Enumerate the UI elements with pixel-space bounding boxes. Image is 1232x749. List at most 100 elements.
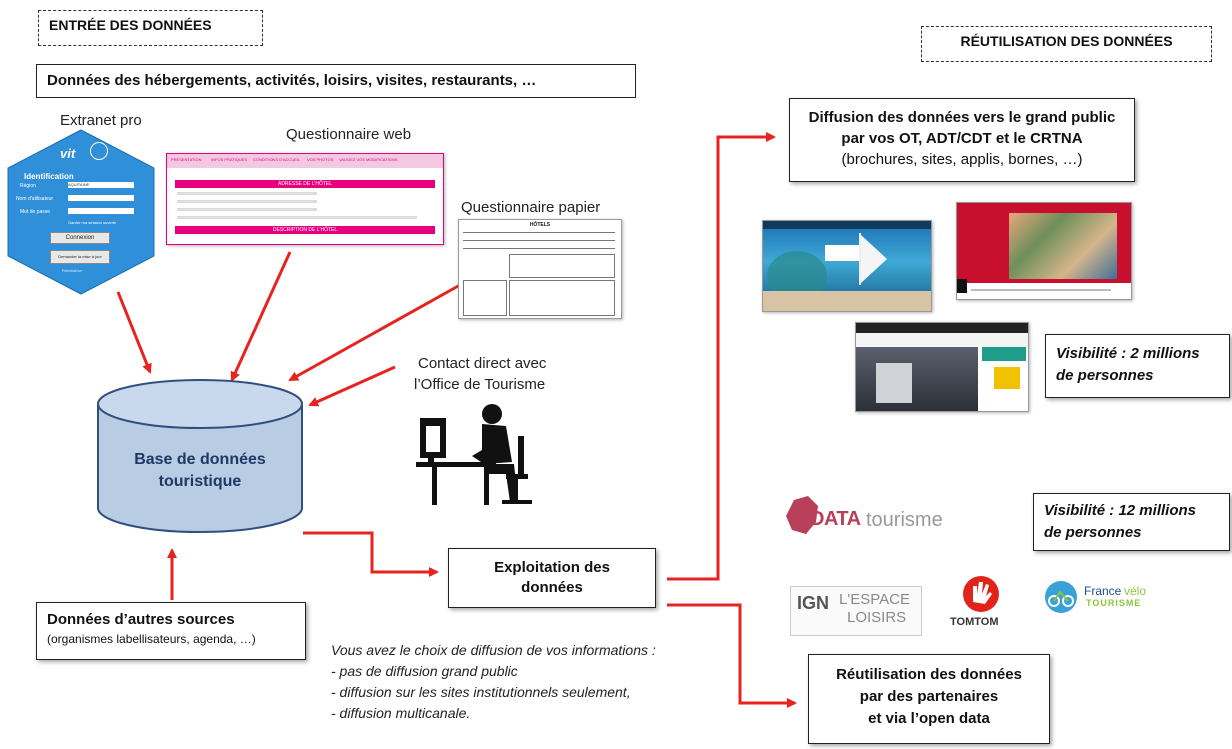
diffusion-choice-item: - diffusion multicanale. bbox=[331, 705, 471, 721]
website-topbar bbox=[856, 323, 1028, 333]
database-cylinder bbox=[97, 379, 303, 533]
arrow-paper-to-db bbox=[288, 283, 461, 382]
extranet-field1-label: Région bbox=[20, 183, 36, 189]
ign-label: IGN bbox=[797, 593, 830, 613]
web-form-section-address: ADRESSE DE L'HÔTEL bbox=[175, 180, 435, 188]
website-screenshot-nouvelle-aquitaine bbox=[956, 202, 1132, 300]
paper-form-field bbox=[463, 280, 507, 316]
extranet-login-button[interactable]: Connexion bbox=[50, 232, 110, 244]
paper-form-field bbox=[509, 280, 615, 316]
diffusion-choice-intro: Vous avez le choix de diffusion de vos i… bbox=[331, 642, 656, 658]
database-label-line1: Base de données bbox=[134, 451, 266, 468]
velo-label-1: France bbox=[1084, 584, 1122, 598]
extranet-label: Extranet pro bbox=[60, 112, 142, 129]
paper-form-field bbox=[509, 254, 615, 278]
arrow-exploitation-to-diffusion bbox=[667, 132, 776, 581]
reuse-line1: Réutilisation des données bbox=[836, 666, 1022, 683]
website-nav bbox=[856, 333, 1028, 347]
paper-form-label: Questionnaire papier bbox=[461, 199, 601, 216]
arrow-db-to-exploitation bbox=[303, 531, 439, 577]
website-hero-image bbox=[856, 347, 978, 411]
visibility-2m-line1: Visibilité : 2 millions bbox=[1056, 345, 1200, 362]
website-green-block bbox=[982, 347, 1026, 361]
extranet-screenshot: vit Identification Région AQUITAINE Nom … bbox=[6, 128, 156, 296]
france-velo-tourisme-logo: France vélo TOURISME bbox=[1044, 578, 1164, 622]
paper-form-line bbox=[463, 232, 615, 233]
reuse-line3: et via l’open data bbox=[868, 710, 990, 727]
web-form-tab[interactable]: PRÉSENTATION bbox=[171, 157, 202, 162]
web-form-label: Questionnaire web bbox=[286, 126, 412, 143]
extranet-region-select[interactable]: AQUITAINE bbox=[68, 182, 134, 188]
diffusion-line3: (brochures, sites, applis, bornes, …) bbox=[841, 151, 1083, 168]
visibility-box-12m: Visibilité : 12 millions de personnes bbox=[1033, 493, 1230, 551]
reuse-line2: par des partenaires bbox=[859, 688, 999, 705]
velo-label-3: TOURISME bbox=[1086, 598, 1142, 608]
ign-name-line1: L'ESPACE bbox=[839, 591, 910, 608]
arrow-contact-to-db bbox=[308, 365, 396, 407]
datatourisme-bold: DATA bbox=[810, 508, 861, 530]
data-types-box: Données des hébergements, activités, loi… bbox=[36, 64, 636, 98]
paper-form-line bbox=[463, 248, 615, 249]
exploitation-line2: données bbox=[521, 579, 583, 596]
web-form-tab[interactable]: VOS PHOTOS bbox=[307, 157, 334, 162]
ign-espace-loisirs-logo: IGN L'ESPACE LOISIRS bbox=[790, 586, 922, 636]
input-header: ENTRÉE DES DONNÉES bbox=[38, 10, 263, 46]
website-footer-line bbox=[971, 289, 1111, 291]
web-form-tabs: PRÉSENTATION INFOS PRATIQUES CONDITIONS … bbox=[167, 154, 443, 168]
diffusion-choice-item: - pas de diffusion grand public bbox=[331, 663, 518, 679]
diffusion-choice-text: Vous avez le choix de diffusion de vos i… bbox=[331, 640, 656, 724]
datatourisme-light: tourisme bbox=[866, 509, 943, 531]
website-sand bbox=[763, 291, 931, 311]
database-label-line2: touristique bbox=[158, 473, 242, 490]
velo-label-2: vélo bbox=[1124, 584, 1147, 598]
extranet-remember[interactable]: Garder ma session ouverte bbox=[68, 220, 117, 225]
web-form-row bbox=[177, 216, 417, 219]
website-photo-collage bbox=[1009, 213, 1117, 279]
input-header-label: ENTRÉE DES DONNÉES bbox=[49, 17, 212, 33]
other-sources-detail: (organismes labellisateurs, agenda, …) bbox=[47, 632, 256, 646]
extranet-title: Identification bbox=[24, 172, 74, 181]
web-form-tab[interactable]: INFOS PRATIQUES bbox=[211, 157, 248, 162]
arrow-extranet-to-db bbox=[116, 291, 152, 374]
other-sources-box: Données d’autres sources (organismes lab… bbox=[36, 602, 306, 660]
visibility-12m-line2: de personnes bbox=[1044, 524, 1142, 541]
bicycle-icon bbox=[1045, 581, 1077, 613]
diffusion-line2: par vos OT, ADT/CDT et le CRTNA bbox=[841, 130, 1083, 147]
reuse-header-label: RÉUTILISATION DES DONNÉES bbox=[960, 33, 1173, 49]
visibility-box-2m: Visibilité : 2 millions de personnes bbox=[1045, 334, 1230, 398]
web-form-tab[interactable]: VALIDEZ VOS MODIFICATIONS bbox=[339, 157, 398, 162]
diffusion-line1: Diffusion des données vers le grand publ… bbox=[808, 109, 1116, 126]
tomtom-label: TOMTOM bbox=[950, 616, 999, 628]
visibility-2m-line2: de personnes bbox=[1056, 367, 1154, 384]
exploitation-box: Exploitation des données bbox=[448, 548, 656, 608]
extranet-recover-button[interactable]: Demander la mise à jour bbox=[50, 250, 110, 264]
diffusion-box: Diffusion des données vers le grand publ… bbox=[789, 98, 1135, 182]
sailboat-sail bbox=[861, 235, 887, 283]
website-yellow-block bbox=[994, 367, 1020, 389]
paper-form-screenshot: HÔTELS bbox=[458, 219, 622, 319]
extranet-password-input[interactable] bbox=[68, 208, 134, 214]
extranet-field3-label: Mot de passe bbox=[20, 209, 51, 215]
extranet-field2-label: Nom d'utilisateur bbox=[16, 196, 54, 202]
contact-label-line1: Contact direct avec bbox=[418, 355, 547, 372]
diffusion-choice-item: - diffusion sur les sites institutionnel… bbox=[331, 684, 631, 700]
extranet-username-input[interactable] bbox=[68, 195, 134, 201]
website-topbar bbox=[763, 221, 931, 229]
contact-label-line2: l’Office de Tourisme bbox=[414, 376, 546, 393]
tomtom-logo: TOMTOM bbox=[948, 572, 1014, 632]
visibility-12m-line1: Visibilité : 12 millions bbox=[1044, 502, 1196, 519]
website-screenshot-gironde bbox=[762, 220, 932, 312]
web-form-row bbox=[177, 192, 317, 195]
web-form-screenshot: PRÉSENTATION INFOS PRATIQUES CONDITIONS … bbox=[166, 153, 444, 245]
web-form-row bbox=[177, 208, 317, 211]
paper-form-title: HÔTELS bbox=[529, 222, 551, 228]
exploitation-line1: Exploitation des bbox=[494, 559, 610, 576]
website-side-tab bbox=[957, 279, 967, 293]
paper-form-line bbox=[463, 240, 615, 241]
extranet-reset-link[interactable]: Réinitialiser bbox=[62, 268, 83, 273]
web-form-row bbox=[177, 200, 317, 203]
web-form-tab[interactable]: CONDITIONS D'ACCUEIL bbox=[253, 157, 301, 162]
arrow-web-to-db bbox=[230, 251, 292, 382]
reuse-header: RÉUTILISATION DES DONNÉES bbox=[921, 26, 1212, 62]
